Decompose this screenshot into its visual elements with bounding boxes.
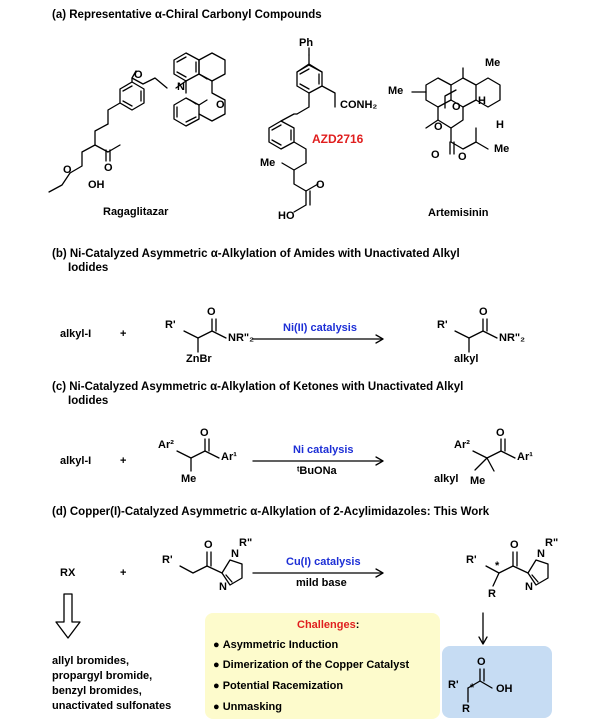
panel-a-title: (a) Representative α-Chiral Carbonyl Com… — [52, 9, 322, 21]
azd2716-label: AZD2716 — [312, 132, 364, 146]
bullet-icon: ● — [213, 680, 223, 692]
o-label-carbonyl: O — [104, 162, 113, 174]
oh-label: OH — [88, 179, 105, 191]
product-acid-box — [442, 646, 552, 718]
panel-c-plus: + — [120, 455, 127, 467]
panel-d-product-o: O — [510, 539, 519, 551]
panel-b-product-alkyl: alkyl — [454, 353, 479, 365]
acid-o: O — [477, 656, 486, 668]
panel-d-r2: R" — [239, 537, 253, 549]
o-label-ether: O — [134, 69, 143, 81]
o-label-art-lactone: O — [431, 149, 440, 161]
ho-label: HO — [278, 210, 295, 222]
challenge-item: ● Dimerization of the Copper Catalyst — [213, 659, 410, 671]
bullet-icon: ● — [213, 701, 223, 713]
artemisinin-label: Artemisinin — [428, 207, 489, 219]
panel-b-o: O — [207, 306, 216, 318]
panel-c-product-o: O — [496, 427, 505, 439]
ragaglitazar-label: Ragaglitazar — [103, 206, 169, 218]
panel-d-condition: Cu(I) catalysis — [286, 556, 361, 568]
panel-c-reagent: alkyl-I — [60, 455, 92, 467]
bullet-icon: ● — [213, 659, 223, 671]
panel-b-product-o: O — [479, 306, 488, 318]
panel-b-reagent: alkyl-I — [60, 328, 92, 340]
panel-d-product-n1: N — [537, 548, 545, 560]
panel-d-o: O — [204, 539, 213, 551]
challenge-item: ● Unmasking — [213, 701, 282, 713]
me-label-azd: Me — [260, 157, 276, 169]
challenges-box — [205, 613, 440, 719]
panel-b-condition: Ni(II) catalysis — [283, 322, 357, 334]
conh2-label: CONH₂ — [340, 99, 378, 111]
acid-r: R — [462, 703, 470, 715]
panel-c-title-2: Iodides — [68, 395, 109, 407]
panel-d-n2: N — [219, 581, 227, 593]
panel-d-n1: N — [231, 548, 239, 560]
o-label-art-peroxide: O — [452, 101, 461, 113]
o-label-art-ring: O — [434, 121, 443, 133]
me-label-art-left: Me — [388, 85, 404, 97]
panel-c-me: Me — [181, 473, 197, 485]
ragaglitazar-structure — [48, 52, 226, 193]
ph-label: Ph — [299, 37, 314, 49]
panel-d-product-r1: R' — [466, 554, 477, 566]
acid-r1: R' — [448, 679, 459, 691]
panel-d-base: mild base — [296, 577, 347, 589]
n-label: N — [177, 81, 185, 93]
bullet-icon: ● — [213, 639, 223, 651]
panel-c-ar1: Ar¹ — [221, 451, 237, 463]
panel-c-product-ar1: Ar¹ — [517, 451, 533, 463]
panel-c-product-alkyl: alkyl — [434, 473, 459, 485]
panel-d-product-n2: N — [525, 581, 533, 593]
panel-d-plus: + — [120, 567, 127, 579]
me-label-art-right: Me — [494, 143, 510, 155]
h-label-art-2: H — [496, 119, 504, 131]
panel-b-title-1: (b) Ni-Catalyzed Asymmetric α-Alkylation… — [52, 248, 460, 260]
electrophile-item: unactivated sulfonates — [52, 700, 172, 712]
electrophile-item: allyl bromides, — [52, 655, 130, 667]
challenge-item: ● Potential Racemization — [213, 680, 344, 692]
panel-d-product-star: * — [495, 560, 500, 572]
o-label-ethoxy: O — [63, 164, 72, 176]
panel-d-reagent: RX — [60, 567, 76, 579]
panel-b-title-2: Iodides — [68, 262, 109, 274]
panel-b-r1: R' — [165, 319, 176, 331]
panel-b-product-nr2: NR"₂ — [499, 332, 525, 344]
me-label-art-top: Me — [485, 57, 501, 69]
azd2716-structure — [268, 47, 336, 213]
panel-d-r1: R' — [162, 554, 173, 566]
acid-star: * — [470, 682, 475, 694]
o-label-phenoxazine: O — [216, 99, 225, 111]
o-label-art-carbonyl: O — [458, 151, 467, 163]
challenges-title-colon: : — [355, 619, 360, 631]
electrophile-item: propargyl bromide, — [52, 670, 153, 682]
panel-d-title: (d) Copper(I)-Catalyzed Asymmetric α-Alk… — [52, 506, 490, 518]
artemisinin-structure — [411, 67, 501, 155]
panel-c-ar2: Ar² — [158, 439, 174, 451]
challenges-title-text: Challenges — [297, 619, 356, 631]
panel-c-o: O — [200, 427, 209, 439]
panel-d-structures — [55, 551, 549, 703]
panel-b-plus: + — [120, 328, 127, 340]
acid-oh: OH — [496, 683, 513, 695]
panel-c-base: ᵗBuONa — [297, 465, 337, 477]
panel-c-title-1: (c) Ni-Catalyzed Asymmetric α-Alkylation… — [52, 381, 464, 393]
panel-d-product-r: R — [488, 588, 496, 600]
h-label-art-1: H — [478, 95, 486, 107]
panel-c-product-ar2: Ar² — [454, 439, 470, 451]
panel-b-znbr: ZnBr — [186, 353, 212, 365]
panel-c-structures — [176, 438, 516, 472]
o-label-azd-acid: O — [316, 179, 325, 191]
electrophile-item: benzyl bromides, — [52, 685, 142, 697]
challenges-title: Challenges: — [297, 620, 359, 631]
panel-c-product-me: Me — [470, 475, 486, 487]
panel-b-product-r1: R' — [437, 319, 448, 331]
challenge-item: ● Asymmetric Induction — [213, 639, 339, 651]
panel-b-nr2: NR"₂ — [228, 332, 254, 344]
panel-b-structures — [183, 318, 498, 353]
panel-d-product-r2: R" — [545, 537, 559, 549]
panel-c-condition: Ni catalysis — [293, 444, 354, 456]
